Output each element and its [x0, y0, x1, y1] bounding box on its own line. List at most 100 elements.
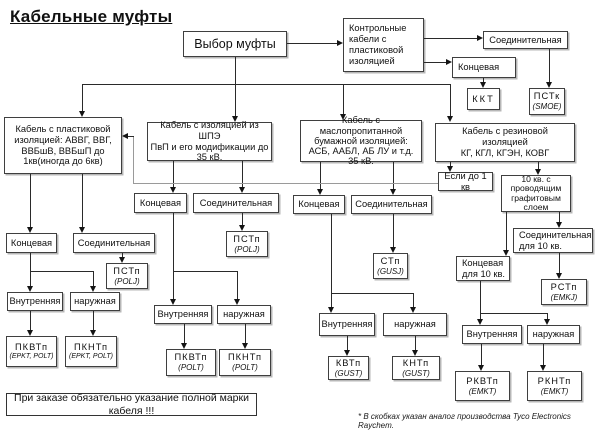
node-pkntp-shpe: ПКНТп (POLT) — [219, 349, 271, 376]
arrowhead — [556, 273, 562, 279]
connector-line — [481, 344, 482, 365]
order-note-box: При заказе обязательно указание полной м… — [6, 392, 257, 417]
connector-line — [242, 213, 243, 225]
arrowhead — [79, 227, 85, 233]
node-pstp-shpe: ПСТп (POLJ) — [226, 231, 268, 257]
node-kabel-rezina: Кабель с резиновой изоляцией КГ, КГЛ, КГ… — [435, 123, 575, 162]
connector-line — [82, 84, 83, 111]
node-pkvtp-shpe-code: ПКВТп — [174, 352, 208, 363]
node-pstk-code: ПСТк — [533, 91, 561, 102]
node-pstp-shpe-analog: (POLJ) — [234, 244, 260, 254]
node-pkntp-plastik-analog: (EPKT, POLT) — [69, 352, 113, 360]
connector-line — [424, 62, 446, 63]
connector-line — [424, 38, 477, 39]
node-rstp: РСТп (EMKJ) — [541, 279, 587, 305]
arrowhead — [540, 365, 546, 371]
connector-line — [393, 162, 394, 189]
node-vnutrennyaya-shpe: Внутренняя — [154, 305, 212, 324]
node-pstk-analog: (SMOE) — [532, 102, 562, 112]
node-pkntp-plastik-code: ПКНТп — [73, 342, 109, 353]
node-kkt: ККТ — [467, 88, 500, 110]
node-esli-do-1kv: Если до 1 кв — [438, 171, 493, 192]
node-pstp-plastik-analog: (POLJ) — [114, 276, 140, 286]
arrowhead — [27, 330, 33, 336]
arrowhead — [239, 187, 245, 193]
page-title: Кабельные муфты — [10, 7, 173, 26]
connector-line — [242, 161, 243, 187]
connector-line — [93, 311, 94, 330]
arrowhead — [79, 111, 85, 117]
node-pkntp-plastik: ПКНТп (EPKT, POLT) — [65, 336, 117, 367]
arrowhead — [480, 82, 486, 88]
arrowhead — [447, 116, 453, 122]
connector-line — [547, 313, 548, 319]
connector-line — [173, 161, 174, 187]
connector-line — [184, 324, 185, 343]
node-pkvtp-shpe-analog: (POLT) — [178, 363, 204, 373]
connector-line — [480, 313, 547, 314]
connector-line — [173, 213, 174, 271]
connector-line — [413, 293, 414, 307]
connector-line — [128, 136, 134, 137]
connector-line — [245, 324, 246, 343]
node-soedinitelnaya-10kv: Соединительная для 10 кв. — [513, 228, 593, 253]
connector-line — [549, 49, 550, 82]
node-pstp-plastik-code: ПСТп — [113, 265, 141, 276]
arrowhead — [317, 189, 323, 195]
connector-line — [450, 162, 451, 166]
node-naruzhnaya-rezina: наружная — [527, 325, 580, 344]
node-pkvtp-plastik: ПКВТп (EPKT, POLT) — [6, 336, 57, 367]
arrowhead — [477, 319, 483, 325]
connector-line — [506, 212, 507, 250]
connector-line — [82, 84, 451, 85]
connector-line — [287, 43, 337, 44]
node-soedinitelnaya-plastik: Соединительная — [73, 233, 155, 253]
node-stp-analog: (GUSJ) — [377, 266, 404, 276]
connector-line — [82, 174, 83, 227]
node-rkvtp: РКВТп (EMKT) — [455, 371, 510, 401]
arrowhead — [232, 116, 238, 122]
connector-line — [30, 311, 31, 330]
node-kntp-analog: (GUST) — [402, 368, 430, 378]
arrowhead — [170, 299, 176, 305]
node-stp-code: СТп — [380, 255, 401, 266]
connector-line — [331, 293, 413, 294]
arrowhead — [337, 40, 343, 46]
arrowhead — [328, 307, 334, 313]
node-vnutrennyaya-maslo: Внутренняя — [319, 313, 375, 336]
node-pkntp-shpe-code: ПКНТп — [227, 352, 263, 363]
connector-line — [237, 271, 238, 299]
node-koncevaya-shpe: Концевая — [134, 193, 187, 213]
arrowhead — [27, 227, 33, 233]
arrowhead — [122, 133, 128, 139]
connector-line — [331, 214, 332, 293]
connector-line — [173, 271, 237, 272]
arrowhead — [242, 343, 248, 349]
connector-line — [543, 344, 544, 365]
node-kntp: КНТп (GUST) — [392, 356, 440, 380]
node-kvtp-analog: (GUST) — [334, 368, 363, 378]
node-naruzhnaya-maslo: наружная — [383, 313, 447, 336]
node-koncevaya-kontrol: Концевая — [452, 57, 516, 78]
arrowhead — [344, 350, 350, 356]
arrowhead — [170, 187, 176, 193]
node-rkntp: РКНТп (EMKT) — [527, 371, 582, 401]
connector-line — [559, 212, 560, 222]
node-rkvtp-analog: (EMKT) — [468, 386, 497, 396]
arrowhead — [447, 166, 453, 172]
arrowhead — [181, 343, 187, 349]
arrowhead — [119, 257, 125, 263]
node-kabel-plastik: Кабель с пластиковой изоляцией: АВВГ, ВВ… — [4, 117, 122, 174]
connector-line — [331, 293, 332, 307]
arrowhead — [477, 35, 483, 41]
connector-line — [343, 84, 344, 114]
node-soedinitelnaya-kontrol: Соединительная — [483, 31, 568, 49]
arrowhead — [390, 189, 396, 195]
arrowhead — [544, 319, 550, 325]
connector-line — [30, 271, 31, 286]
arrowhead — [239, 225, 245, 231]
arrowhead — [410, 307, 416, 313]
node-rstp-analog: (EMKJ) — [550, 292, 578, 302]
node-naruzhnaya-shpe: наружная — [217, 305, 271, 324]
node-pkvtp-shpe: ПКВТп (POLT) — [166, 349, 216, 376]
